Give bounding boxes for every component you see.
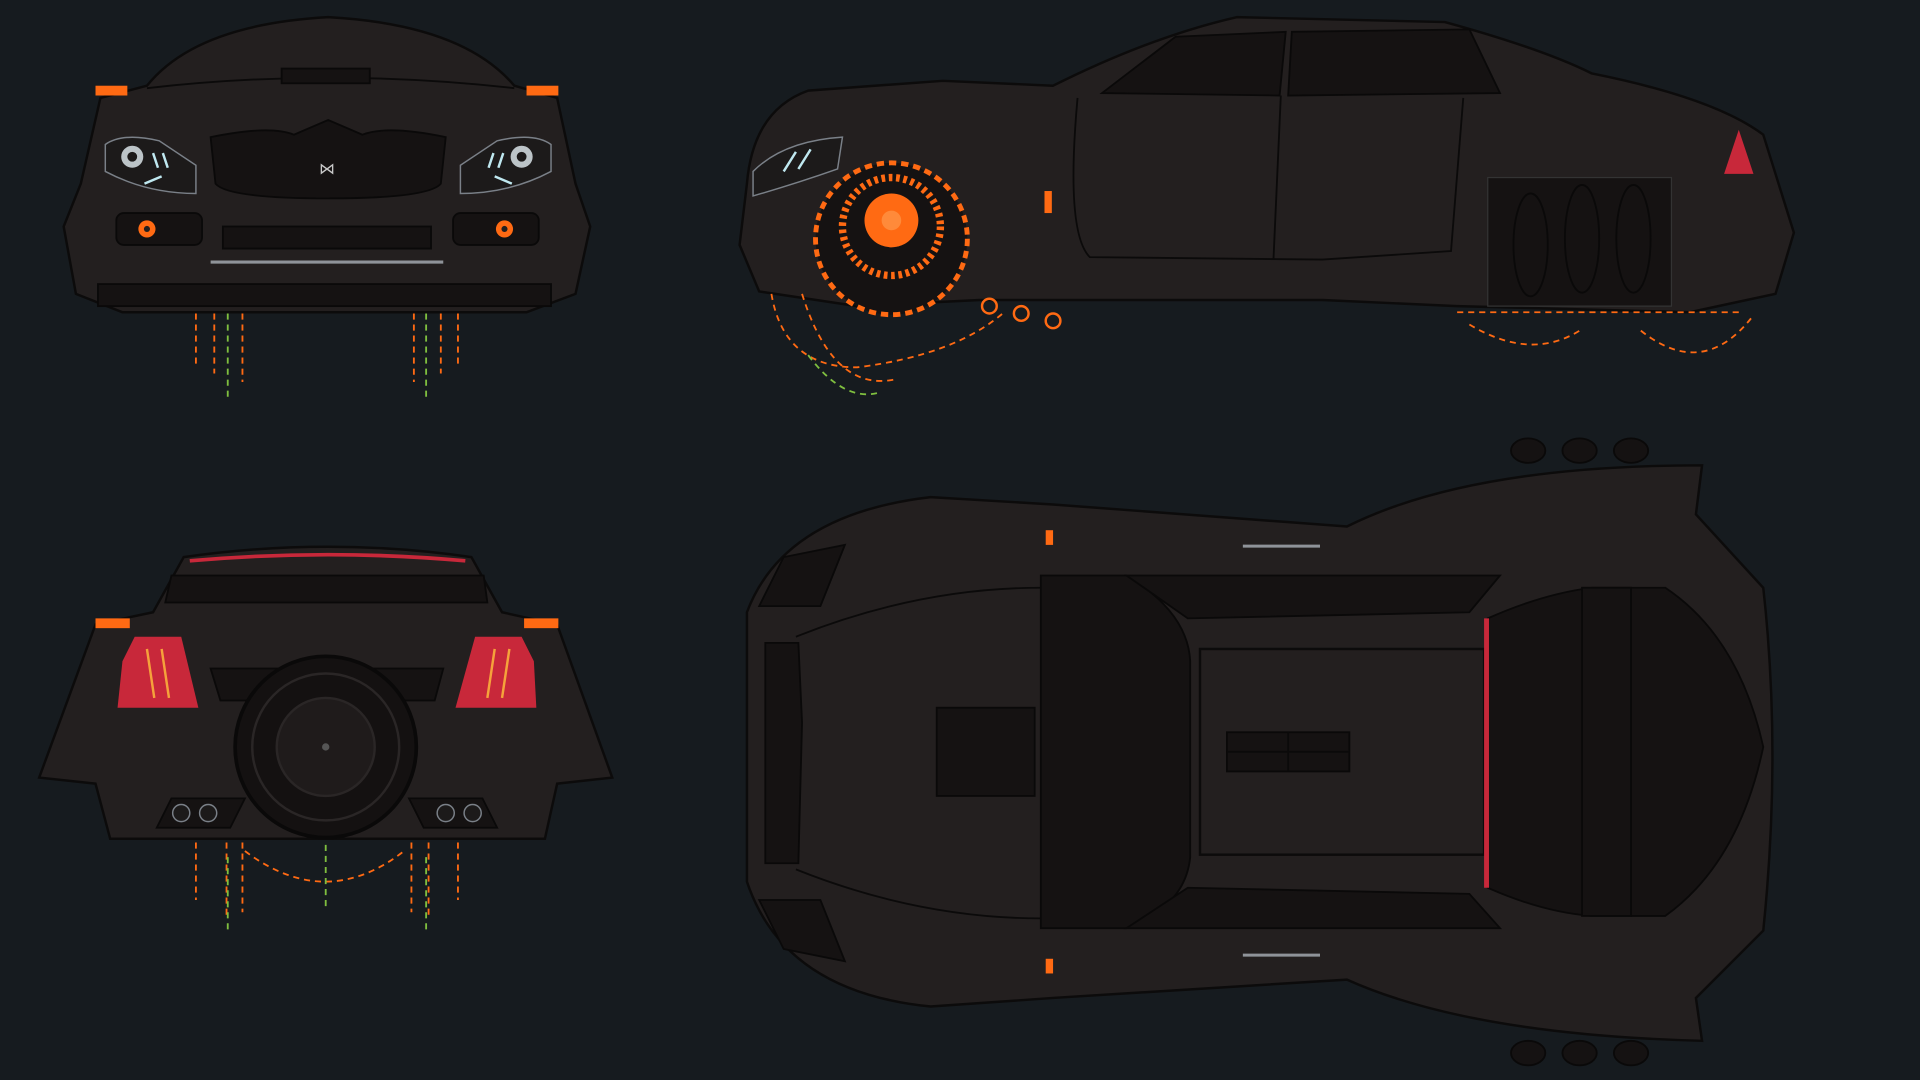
rear-wheel [1457, 176, 1752, 354]
top-view-wheels [1510, 437, 1650, 1067]
brand-logo: ⋈ [319, 161, 335, 178]
front-wheel [813, 160, 970, 318]
front-view: ⋈ [62, 15, 592, 398]
top-view [745, 437, 1774, 1067]
side-view [738, 15, 1796, 396]
spare-tire [233, 654, 419, 840]
rear-view [37, 545, 614, 931]
